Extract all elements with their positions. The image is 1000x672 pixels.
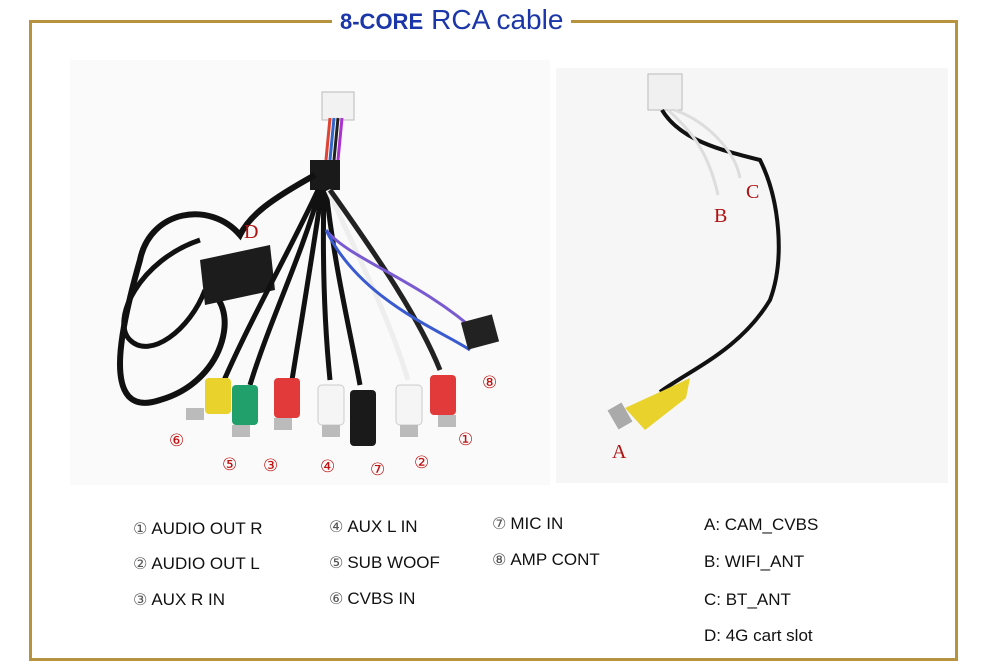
label-2: ② [414, 453, 429, 473]
legend-item-b: B: WIFI_ANT [704, 552, 805, 571]
label-D: D [244, 221, 258, 243]
legend-item-a: A: CAM_CVBS [704, 515, 819, 534]
label-3: ③ [263, 456, 278, 476]
label-4: ④ [320, 457, 335, 477]
page-title: 8-CORE RCA cable [332, 4, 572, 36]
label-1: ① [458, 430, 473, 450]
label-7: ⑦ [370, 460, 385, 480]
legend-item-d: D: 4G cart slot [704, 626, 813, 645]
title-regular: RCA cable [431, 4, 564, 35]
title-bold: 8-CORE [340, 9, 424, 34]
label-6: ⑥ [169, 431, 184, 451]
label-B: B [714, 205, 727, 227]
label-C: C [746, 181, 759, 203]
legend-item-c: C: BT_ANT [704, 590, 791, 609]
label-5: ⑤ [222, 455, 237, 475]
label-8: ⑧ [482, 373, 497, 393]
rca-harness [117, 91, 500, 446]
cable-photo: D ① ② ③ ④ ⑤ ⑥ ⑦ ⑧ B C A [70, 60, 948, 485]
label-A: A [612, 441, 627, 463]
camera-cable [607, 73, 781, 430]
